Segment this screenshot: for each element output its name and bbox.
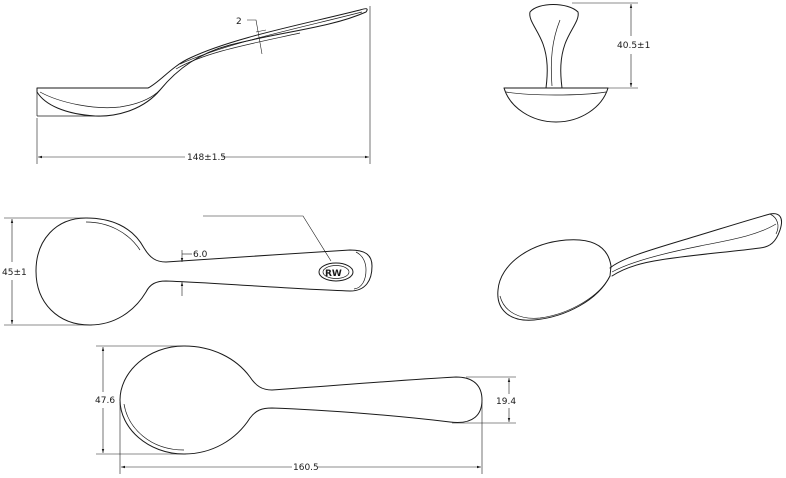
side-handle-line [179,11,363,65]
end-stem-inner [550,19,561,87]
bottom-length-label: 160.5 [293,463,319,473]
top-width-label: 45±1 [2,268,27,278]
side-handle-line-2 [175,32,301,70]
handle-width-label: 19.4 [496,397,516,407]
top-bowl-inner [85,221,141,251]
top-view: RW 45±1 6.0 [2,215,373,326]
logo-inner [322,265,350,279]
end-bowl [503,87,609,123]
thickness-label: 2 [236,17,242,27]
bottom-bowl-inner [123,403,185,451]
top-handle-inner [353,251,367,290]
logo-leader [203,215,332,262]
iso-bowl-rim [499,275,611,319]
bottom-bowl-width-label: 47.6 [95,396,115,406]
side-profile-inner [39,89,161,108]
end-height-label: 40.5±1 [617,41,650,51]
end-stem [529,4,579,89]
logo-outer [318,262,354,282]
end-bowl-rim [505,91,607,96]
side-view: 2 148±1.5 [36,6,371,164]
neck-label: 6.0 [193,250,208,260]
top-spoon-outline [35,217,373,326]
side-length-label: 148±1.5 [187,153,226,163]
iso-handle-edge [611,223,777,273]
thickness-leader [247,19,263,55]
bottom-spoon-outline [119,345,483,455]
thickness-tick [255,29,267,33]
iso-bowl [497,239,612,321]
logo-text: RW [325,269,342,279]
iso-view [497,213,783,321]
iso-handle [609,213,783,277]
iso-handle-tip [769,213,779,235]
side-profile-upper [36,8,368,117]
end-view: 40.5±1 [503,2,650,123]
bottom-view: 47.6 19.4 160.5 [95,345,516,474]
